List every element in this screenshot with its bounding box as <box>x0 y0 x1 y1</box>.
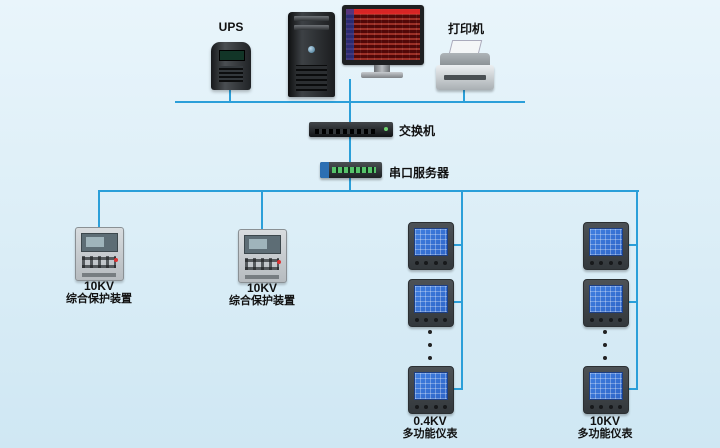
power-button-graphic <box>308 46 315 53</box>
meter-screen <box>414 285 448 313</box>
meter-device-graphic <box>408 366 454 414</box>
tower-vents <box>296 65 327 91</box>
printer-label: 打印机 <box>447 22 484 36</box>
protection-1-name: 综合保护装置 <box>66 293 132 305</box>
computer-tower-graphic <box>288 12 335 97</box>
protection-keypad <box>245 258 279 270</box>
meter-screen <box>589 372 623 400</box>
printer-graphic <box>436 40 494 90</box>
protection-device-graphic <box>75 227 124 281</box>
meter-group-2-name: 多功能仪表 <box>577 428 633 440</box>
connector-meters1-stub <box>452 388 462 390</box>
protection-2-name: 综合保护装置 <box>229 295 295 307</box>
monitor-base <box>361 72 403 78</box>
protection-led <box>277 260 281 264</box>
connector-distribution-bus <box>99 190 639 192</box>
protection-screen <box>244 235 281 254</box>
serial-server-label: 串口服务器 <box>389 166 450 180</box>
meter-device-graphic <box>408 279 454 327</box>
meter-group-2-kv: 10KV <box>589 414 621 428</box>
serial-server-ports <box>332 167 376 173</box>
ups-device-graphic <box>211 42 251 90</box>
meter-device-graphic <box>583 366 629 414</box>
protection-2-kv: 10KV <box>246 281 278 295</box>
printer-output-slot <box>444 75 486 80</box>
meter-device-graphic <box>583 279 629 327</box>
meter-screen <box>589 228 623 256</box>
meter-group-1-label: 0.4KV 多功能仪表 <box>380 415 480 441</box>
protection-slot <box>245 275 279 279</box>
connector-computer-drop <box>349 79 351 123</box>
monitor-stand <box>374 65 390 72</box>
connector-meters1-stub <box>452 301 462 303</box>
connector-meters1-stub <box>452 244 462 246</box>
serial-server-graphic <box>320 162 382 178</box>
connector-meters2-stub <box>627 388 637 390</box>
meter-screen <box>589 285 623 313</box>
connector-switch-serial <box>349 137 351 163</box>
meter-group-1-name: 多功能仪表 <box>402 428 458 440</box>
connector-printer-drop <box>463 88 465 101</box>
meter-buttons <box>590 405 622 409</box>
protection-led <box>114 258 118 262</box>
protection-slot <box>82 273 116 277</box>
connector-serial-bus <box>349 178 351 191</box>
protection-keypad <box>82 256 116 268</box>
ups-display <box>219 50 245 61</box>
protection-device-graphic <box>238 229 287 283</box>
protection-screen <box>81 233 118 252</box>
meter-device-graphic <box>583 222 629 270</box>
meter-buttons <box>415 405 447 409</box>
meter-buttons <box>415 318 447 322</box>
printer-cover <box>440 53 490 67</box>
switch-led <box>384 127 388 131</box>
continuation-dots <box>602 330 608 369</box>
connector-protection1-drop <box>98 190 100 228</box>
connector-meters1-riser <box>461 190 463 390</box>
meter-group-1-kv: 0.4KV <box>413 414 447 428</box>
monitor-screen <box>346 9 420 60</box>
meter-device-graphic <box>408 222 454 270</box>
drive-bay <box>294 25 329 30</box>
meter-screen <box>414 372 448 400</box>
meter-buttons <box>590 318 622 322</box>
ups-label: UPS <box>218 20 244 34</box>
switch-device-graphic <box>309 122 393 137</box>
ups-vents <box>219 66 243 82</box>
meter-screen <box>414 228 448 256</box>
connector-meters2-riser <box>636 190 638 390</box>
protection-2-label: 10KV 综合保护装置 <box>212 282 312 308</box>
switch-ports <box>315 129 375 134</box>
serial-server-endcap <box>320 162 329 178</box>
connector-ups-drop <box>229 89 231 101</box>
switch-label: 交换机 <box>399 124 436 138</box>
protection-1-kv: 10KV <box>83 279 115 293</box>
connector-meters2-stub <box>627 244 637 246</box>
monitor-graphic <box>342 5 424 65</box>
drive-bay <box>294 16 329 21</box>
continuation-dots <box>427 330 433 369</box>
meter-group-2-label: 10KV 多功能仪表 <box>555 415 655 441</box>
meter-buttons <box>590 261 622 265</box>
meter-buttons <box>415 261 447 265</box>
protection-1-label: 10KV 综合保护装置 <box>49 280 149 306</box>
connector-protection2-drop <box>261 190 263 230</box>
connector-meters2-stub <box>627 301 637 303</box>
